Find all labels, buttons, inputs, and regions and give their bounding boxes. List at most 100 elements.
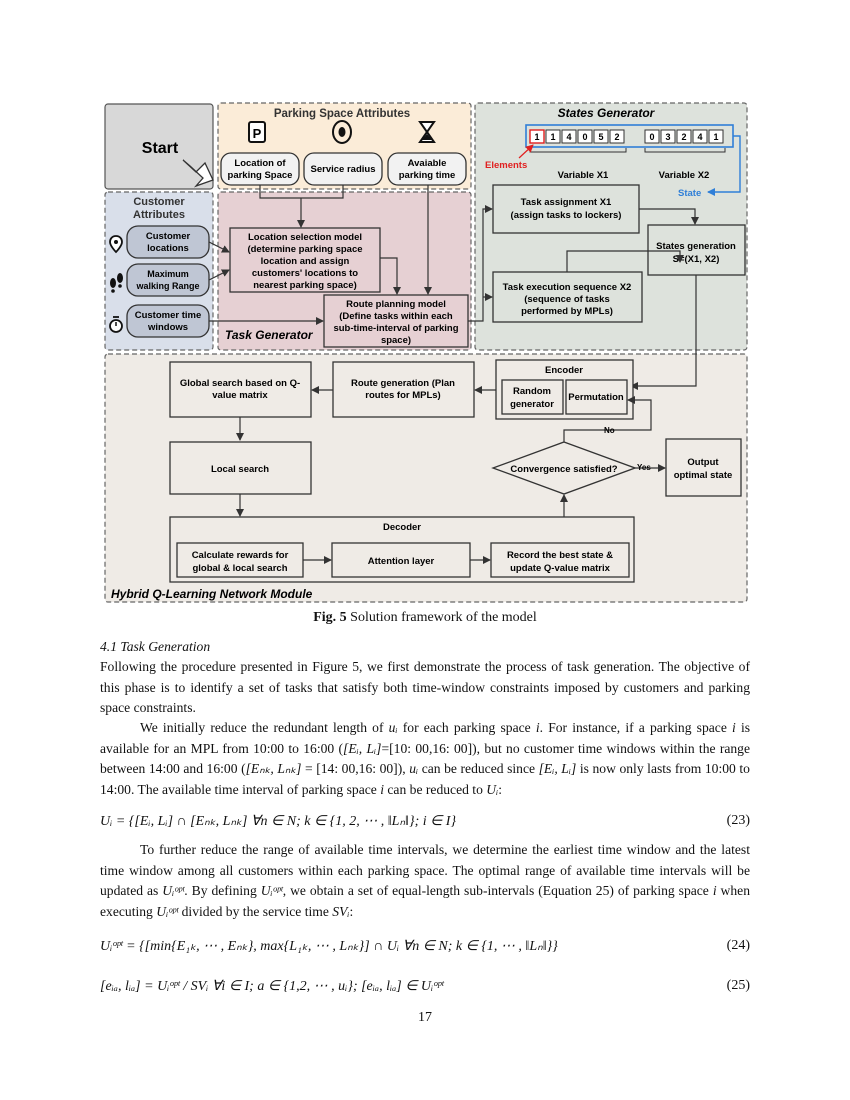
- equation-25: [eᵢₐ, lᵢₐ] = Uᵢᵒᵖᵗ / SVᵢ ∀i ∈ I; a ∈ {1,…: [100, 978, 750, 995]
- array-x2-cell: 1: [713, 132, 718, 142]
- location-of-parking-line2: parking Space: [228, 170, 293, 181]
- states-generation-box: [647, 224, 746, 276]
- location-selection-line1: Location selection model: [248, 232, 362, 243]
- equation-23-number: (23): [726, 813, 750, 828]
- start-box: [104, 103, 214, 190]
- available-parking-line2: parking time: [399, 170, 456, 181]
- attention-layer-label: Attention layer: [368, 556, 435, 567]
- record-best-box: [490, 542, 630, 578]
- array-x1: 1 1 4 0 5 2: [529, 129, 625, 144]
- time-windows-line1: Customer time: [135, 310, 202, 321]
- variable-x2-label: Variable X2: [659, 170, 710, 181]
- location-selection-line5: nearest parking space): [253, 280, 357, 291]
- states-generation-line2: S=(X1, X2): [673, 254, 720, 265]
- record-best-line1: Record the best state &: [507, 550, 613, 561]
- array-x2-cell: 3: [665, 132, 670, 142]
- figure-caption: Fig. 5 Solution framework of the model: [0, 610, 850, 626]
- stopwatch-icon: [109, 316, 123, 333]
- task-assignment-line2: (assign tasks to lockers): [511, 210, 622, 221]
- paragraph-2: We initially reduce the redundant length…: [100, 720, 751, 797]
- array-x1-cell: 2: [614, 132, 619, 142]
- service-radius-label: Service radius: [311, 164, 376, 175]
- customer-attributes-title-line2: Attributes: [133, 209, 185, 221]
- state-label: State: [678, 188, 701, 199]
- task-assignment-box: [492, 184, 640, 234]
- elements-label: Elements: [485, 160, 527, 171]
- location-of-parking-line1: Location of: [234, 158, 286, 169]
- radius-icon: [332, 120, 352, 144]
- output-optimal-state-box: [665, 438, 742, 497]
- random-generator-line2: generator: [510, 399, 554, 410]
- customer-locations-line2: locations: [147, 243, 189, 254]
- task-generator-title: Task Generator: [225, 328, 314, 342]
- calculate-rewards-line2: global & local search: [192, 563, 287, 574]
- equation-23: Uᵢ = {[Eᵢ, Lᵢ] ∩ [Eₙₖ, Lₙₖ] ∀n ∈ N; k ∈ …: [100, 813, 750, 830]
- attention-layer-box: [331, 542, 471, 578]
- location-selection-line2: (determine parking space: [247, 244, 362, 255]
- global-search-line1: Global search based on Q-: [180, 378, 300, 389]
- record-best-line2: update Q-value matrix: [510, 563, 610, 574]
- no-label: No: [604, 426, 615, 435]
- svg-text:P: P: [253, 126, 262, 141]
- output-line1: Output: [687, 457, 719, 468]
- local-search-box: [169, 441, 312, 495]
- variable-x1-label: Variable X1: [558, 170, 609, 181]
- location-selection-line4: customers' locations to: [252, 268, 358, 279]
- equation-24-body: Uᵢᵒᵖᵗ = {[min{E₁ₖ, ⋯ , Eₙₖ}, max{L₁ₖ, ⋯ …: [100, 939, 558, 954]
- route-planning-line4: space): [381, 335, 411, 346]
- task-execution-line2: (sequence of tasks: [524, 294, 610, 305]
- customer-attributes-title-line1: Customer: [133, 196, 185, 208]
- calculate-rewards-line1: Calculate rewards for: [192, 550, 289, 561]
- task-assignment-line1: Task assignment X1: [521, 197, 612, 208]
- task-execution-line3: performed by MPLs): [521, 306, 613, 317]
- equation-24-number: (24): [726, 938, 750, 953]
- permutation-label: Permutation: [568, 392, 624, 403]
- start-arrow-icon: [182, 159, 214, 188]
- route-planning-line1: Route planning model: [346, 299, 446, 310]
- equation-25-body: [eᵢₐ, lᵢₐ] = Uᵢᵒᵖᵗ / SVᵢ ∀i ∈ I; a ∈ {1,…: [100, 979, 444, 994]
- encoder-title: Encoder: [545, 365, 583, 376]
- time-windows-line2: windows: [147, 322, 188, 333]
- array-x1-cell: 1: [550, 132, 555, 142]
- max-walking-line1: Maximum: [147, 269, 189, 279]
- location-selection-box: [229, 227, 381, 293]
- hourglass-icon: [418, 121, 436, 143]
- array-x1-cell: 4: [566, 132, 571, 142]
- random-generator-box: [501, 379, 564, 415]
- states-generator-title: States Generator: [558, 106, 656, 120]
- decoder-title: Decoder: [383, 522, 421, 533]
- start-label: Start: [142, 140, 179, 157]
- route-generation-box: [332, 361, 475, 418]
- page-number: 17: [418, 1010, 432, 1025]
- route-planning-line2: (Define tasks within each: [339, 311, 453, 322]
- solution-framework-figure: Start Parking Space Attributes P Locatio…: [100, 100, 750, 605]
- location-pin-icon: [109, 235, 123, 254]
- convergence-label: Convergence satisfied?: [510, 464, 617, 475]
- equation-24: Uᵢᵒᵖᵗ = {[min{E₁ₖ, ⋯ , Eₙₖ}, max{L₁ₖ, ⋯ …: [100, 938, 750, 955]
- paragraph-3: To further reduce the range of available…: [100, 842, 750, 919]
- array-x1-cell: 5: [598, 132, 603, 142]
- available-parking-time-box: [387, 152, 467, 186]
- global-search-box: [169, 361, 312, 418]
- paragraph-1: Following the procedure presented in Fig…: [100, 659, 750, 715]
- section-heading: 4.1 Task Generation: [100, 639, 211, 654]
- task-execution-line1: Task execution sequence X2: [503, 282, 632, 293]
- route-planning-box: [323, 294, 469, 348]
- array-x1-cell: 1: [534, 132, 539, 142]
- hybrid-module-title: Hybrid Q-Learning Network Module: [111, 587, 313, 601]
- task-execution-box: [492, 271, 643, 323]
- parking-sign-icon: P: [248, 121, 266, 143]
- route-planning-line3: sub-time-interval of parking: [333, 323, 458, 334]
- footprints-icon: [110, 273, 123, 293]
- output-line2: optimal state: [674, 470, 733, 481]
- equation-23-body: Uᵢ = {[Eᵢ, Lᵢ] ∩ [Eₙₖ, Lₙₖ] ∀n ∈ N; k ∈ …: [100, 814, 457, 829]
- location-selection-line3: location and assign: [261, 256, 350, 267]
- route-generation-line2: routes for MPLs): [365, 390, 440, 401]
- array-x2-cell: 2: [681, 132, 686, 142]
- array-x2-cell: 0: [649, 132, 654, 142]
- parking-attributes-title: Parking Space Attributes: [274, 108, 410, 120]
- customer-locations-line1: Customer: [146, 231, 191, 242]
- route-generation-line1: Route generation (Plan: [351, 378, 455, 389]
- caption-label: Fig. 5: [313, 610, 347, 625]
- random-generator-line1: Random: [513, 386, 551, 397]
